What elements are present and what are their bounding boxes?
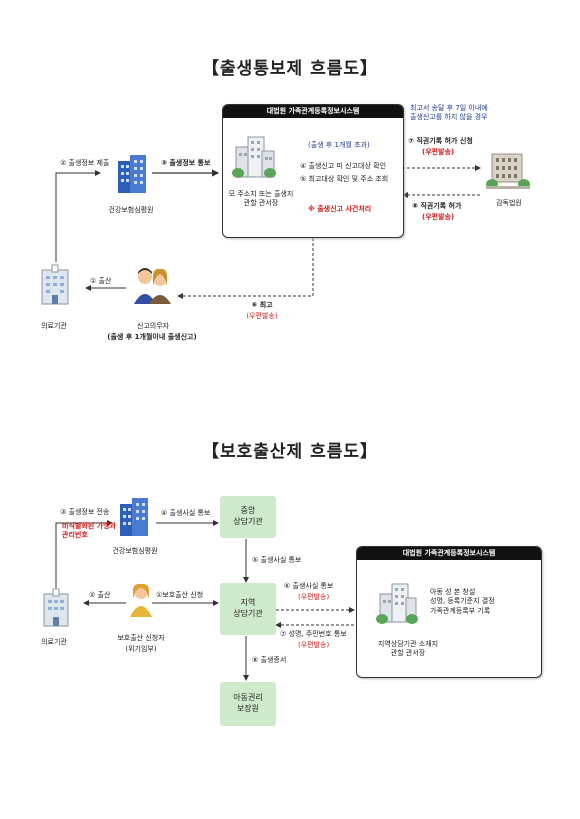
hospital-icon-2 (43, 588, 69, 627)
sys-red-note: ※ 출생신고 사건처리 (308, 205, 372, 213)
edge2-7-sub: (우편발송) (298, 641, 330, 649)
office-building-icon-2 (376, 583, 418, 624)
sys-note: (출생 후 1개월 초과) (308, 141, 370, 149)
reporter-sub-label: (출생 후 1개월이내 출생신고) (107, 333, 197, 341)
parents-icon (134, 268, 171, 304)
side-note: 최고서 송달 후 7일 이내에 출생신고를 하지 않을 경우 (410, 104, 488, 122)
edge2-2-label: ② 출산 (89, 591, 111, 599)
edge-6-sub: (우편발송) (246, 312, 278, 320)
central-agency-box: 중앙 상담기관 (220, 496, 276, 538)
system-header: 대법원 가족관계등록정보시스템 (223, 105, 403, 118)
reporter-label: 신고의무자 (136, 322, 170, 330)
hira-building-icon (118, 155, 146, 193)
sys-steps-2: 아동 성 본 창설 성명, 등록기준지 결정 가족관계등록부 기록 (430, 588, 495, 615)
office-label: 모 주소지 또는 출생지 관할 관서장 (228, 190, 294, 208)
edge2-5-label: ⑤ 출생사실 통보 (252, 556, 302, 564)
pregnant-woman-icon (130, 583, 152, 617)
office-label-2: 지역상담기관 소재지 관할 관서장 (377, 640, 439, 658)
court-building-icon (486, 153, 530, 189)
edge-6-label: ⑥ 최고 (251, 301, 273, 309)
hospital-label-2: 의료기관 (41, 638, 67, 646)
court-label: 감독법원 (496, 199, 522, 207)
system-header-2: 대법원 가족관계등록정보시스템 (357, 547, 541, 560)
hira-building-icon-2 (120, 498, 148, 536)
child-rights-agency-box: 아동권리 보장원 (220, 682, 276, 726)
court-system-box-2: 대법원 가족관계등록정보시스템 (356, 546, 542, 678)
edge-7-label: ⑦ 직권기록 허가 신청 (408, 137, 473, 145)
edge-2-label: ② 출생정보 제출 (60, 159, 110, 167)
hospital-label: 의료기관 (41, 322, 67, 330)
edge2-7-label: ⑦ 성명, 주민번호 통보 (280, 630, 347, 638)
edge-7-sub: (우편발송) (422, 148, 455, 156)
diagram1-title: 【출생통보제 흐름도】 (201, 59, 379, 79)
edge2-3-red: 비식별화된 가명과 관리번호 (62, 522, 116, 540)
edge2-8-label: ⑧ 출생증서 (252, 656, 287, 664)
edge-8-sub: (우편발송) (422, 213, 455, 221)
applicant-label: 보호출산 신청자 (117, 634, 165, 642)
edge2-6-label: ⑥ 출생사실 통보 (284, 582, 334, 590)
edge2-6-sub: (우편발송) (298, 593, 330, 601)
edge-3-label: ③ 출생정보 통보 (161, 159, 211, 167)
hira-label-2: 건강보험심평원 (112, 547, 158, 555)
edge2-1-label: ①보호출산 신청 (156, 591, 204, 599)
edge-1-label: ① 출산 (90, 277, 112, 285)
office-building-icon (232, 136, 276, 178)
edge2-4-label: ④ 출생사실 통보 (161, 509, 211, 517)
edge2-3-label: ③ 출생정보 전송 (60, 508, 110, 516)
sys-step-4: ④ 출생신고 미 신고대상 확인 (300, 162, 387, 170)
edge-8-label: ⑧ 직권기록 허가 (412, 202, 462, 210)
sys-step-5: ⑤ 최고대상 확인 및 주소 조회 (300, 175, 389, 183)
hira-label: 건강보험심평원 (108, 206, 154, 214)
applicant-sub-label: (위기임부) (125, 645, 157, 653)
hospital-icon (41, 264, 69, 305)
diagram2-title: 【보호출산제 흐름도】 (201, 442, 379, 462)
regional-agency-box: 지역 상담기관 (220, 583, 276, 635)
